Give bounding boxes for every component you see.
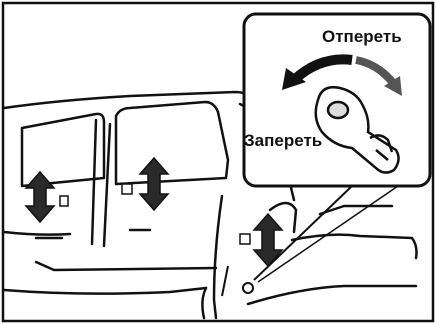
rear-door-window <box>114 100 230 186</box>
rear-window <box>20 112 106 188</box>
inset-pointer <box>253 185 353 281</box>
lock-label: Запереть <box>244 131 322 150</box>
lock-arrow-head <box>282 68 306 90</box>
key-icon <box>314 86 400 174</box>
key-inset: Отпереть Запереть <box>242 12 432 188</box>
keyhole <box>221 265 254 297</box>
door-lock-arrow-rear <box>24 170 69 224</box>
unlock-arrow-head <box>384 76 402 96</box>
curved-arrow-left-icon <box>290 54 353 84</box>
unlock-label: Отпереть <box>322 27 402 46</box>
door-lock-arrow-middle <box>121 156 170 212</box>
curved-arrow-right-icon <box>355 56 398 87</box>
